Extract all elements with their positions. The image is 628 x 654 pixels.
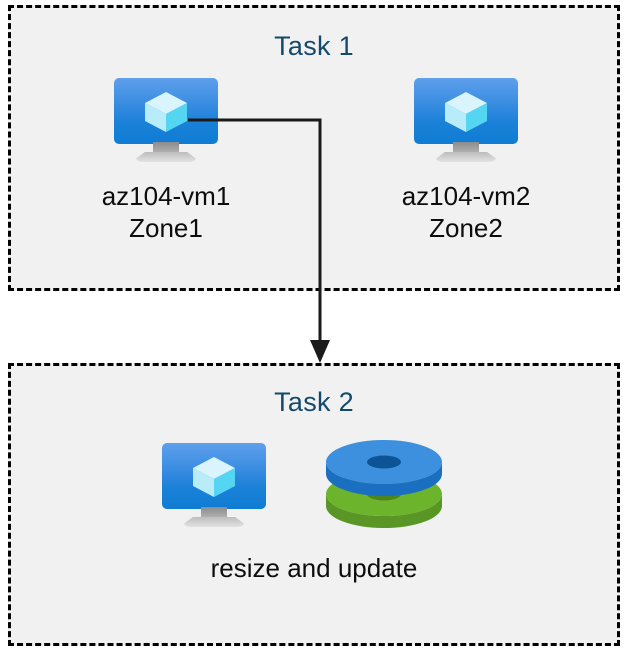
virtual-machine-icon: [162, 443, 266, 527]
task2-caption: resize and update: [210, 553, 418, 583]
disk-blue: [326, 440, 442, 496]
virtual-machine-icon: [414, 78, 518, 162]
vm-cube-glyph: [145, 92, 187, 132]
task1-title: Task 1: [274, 31, 354, 61]
vm2-zone: Zone2: [429, 213, 503, 243]
node-az104-vm1[interactable]: az104-vm1 Zone1: [56, 78, 276, 244]
node-task2-vm[interactable]: [104, 443, 324, 527]
vm1-zone: Zone1: [129, 213, 203, 243]
managed-disks-icon: [326, 440, 442, 528]
task2-title: Task 2: [274, 387, 354, 417]
node-az104-vm2[interactable]: az104-vm2 Zone2: [356, 78, 576, 244]
node-managed-disks[interactable]: [322, 438, 446, 530]
arrowhead-icon: [310, 340, 330, 363]
vm-cube-glyph: [193, 457, 235, 497]
vm-stand-base: [135, 152, 197, 162]
vm1-name: az104-vm1: [101, 181, 231, 211]
vm-cube-glyph: [445, 92, 487, 132]
task2-container: Task 2: [8, 363, 620, 646]
vm2-label: az104-vm2 Zone2: [356, 180, 576, 244]
vm1-label: az104-vm1 Zone1: [56, 180, 276, 244]
vm2-name: az104-vm2: [401, 181, 531, 211]
vm-stand-base: [183, 517, 245, 527]
virtual-machine-icon: [114, 78, 218, 162]
vm-stand-base: [435, 152, 497, 162]
